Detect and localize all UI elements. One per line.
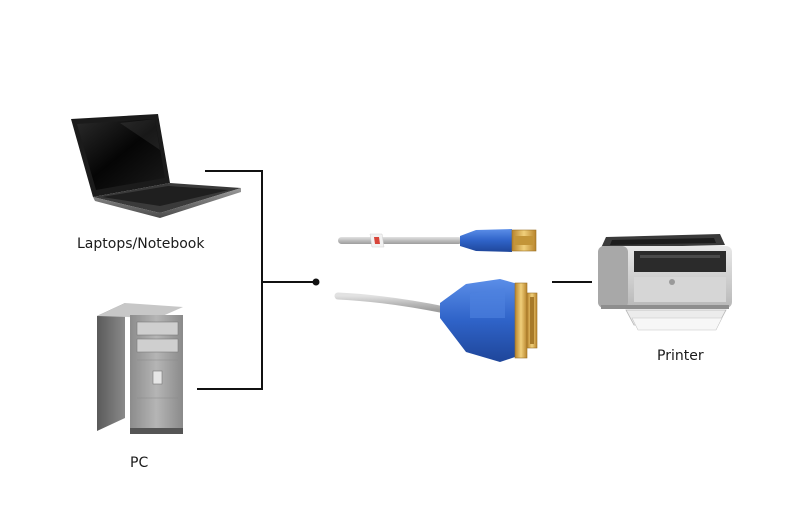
laptop-link-line [197,170,263,390]
usb-cable-icon [338,229,537,252]
pc-label: PC [130,455,149,471]
laptop-icon [71,114,241,218]
desktop-pc-icon [97,303,183,434]
connector-lines [197,170,592,390]
parallel-adapter-icon [334,279,538,362]
printer-icon [598,234,732,331]
laptop-label: Laptops/Notebook [77,236,205,252]
printer-label: Printer [657,348,704,364]
junction-dot [312,278,320,286]
